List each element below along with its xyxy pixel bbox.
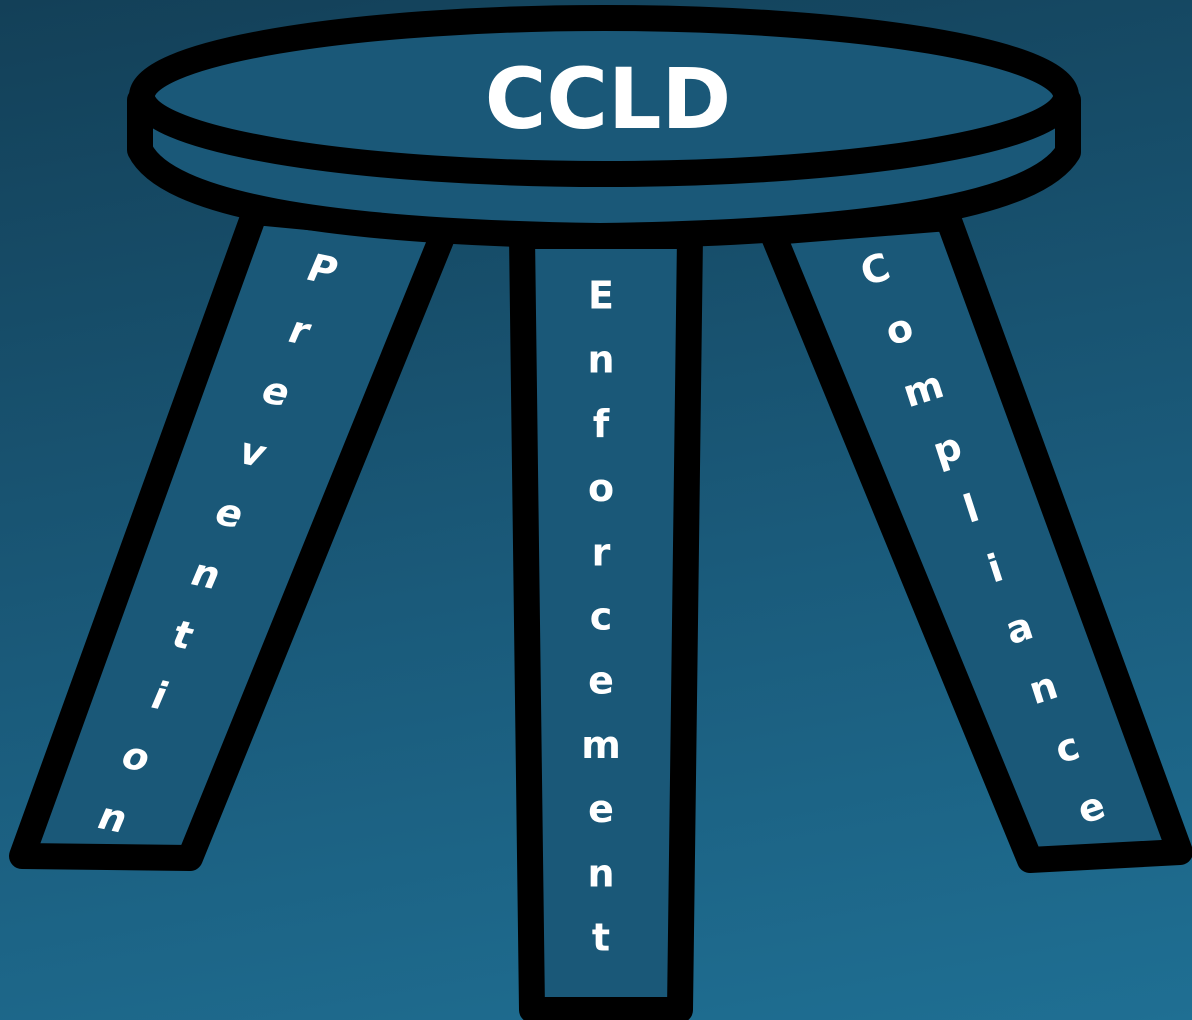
center-leg-letter: e <box>588 787 614 831</box>
center-leg-letter: n <box>587 851 614 895</box>
center-leg-letter: o <box>588 466 614 510</box>
center-leg-letter: c <box>590 595 613 639</box>
seat-top <box>129 5 1079 187</box>
center-leg-letter: r <box>592 530 611 574</box>
seat-title: CCLD <box>485 50 732 148</box>
center-leg-letter: m <box>581 723 621 767</box>
center-leg-letter: e <box>588 659 614 703</box>
center-leg-letter: f <box>593 402 610 446</box>
right-leg <box>759 205 1192 873</box>
center-leg-letter: n <box>587 338 614 382</box>
center-leg-letter: E <box>588 274 614 318</box>
center-leg-letter: t <box>592 916 610 960</box>
